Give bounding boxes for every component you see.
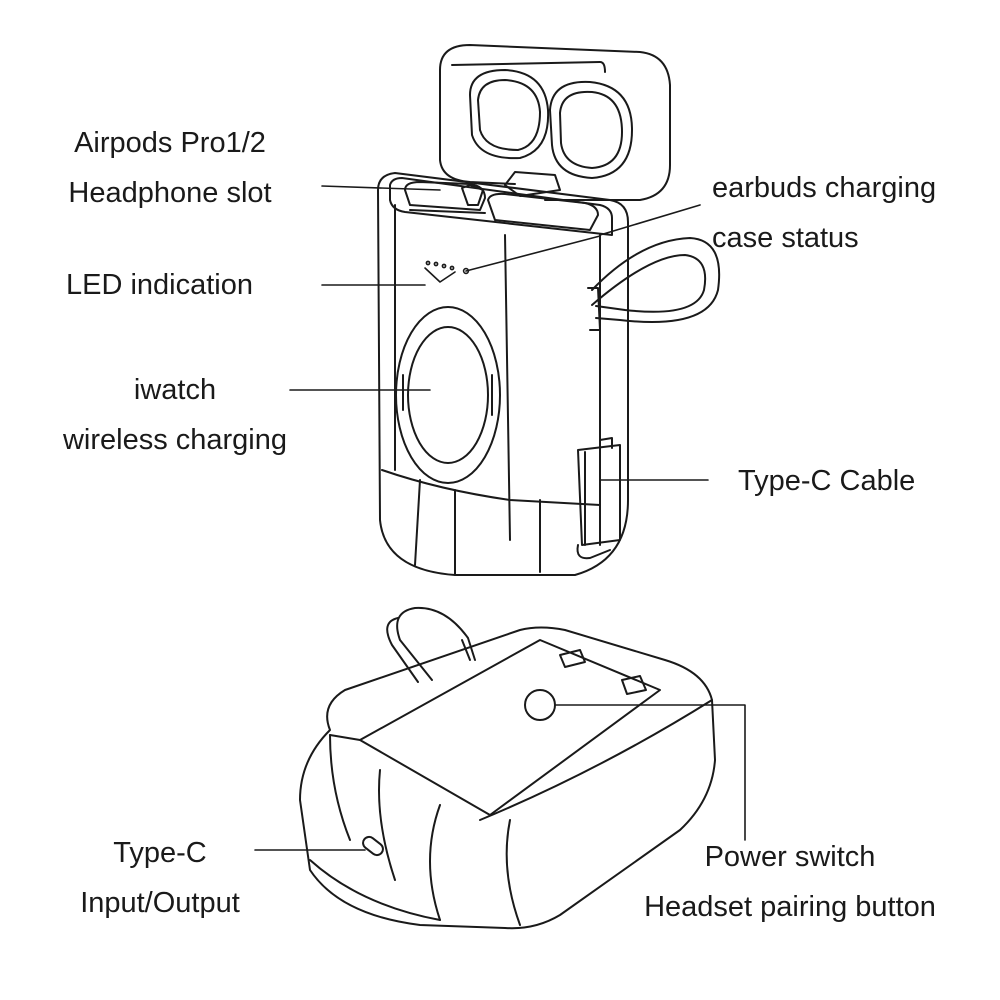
earbuds-status-line2: case status <box>712 222 859 254</box>
top-panel <box>359 639 661 816</box>
type-c-cable-drawing <box>576 437 621 560</box>
power-switch-line2: Headset pairing button <box>644 891 936 923</box>
label-led: LED indication <box>66 260 306 310</box>
iwatch-line2: wireless charging <box>62 424 288 456</box>
label-iwatch: iwatch wireless charging <box>40 365 310 465</box>
lid-recess-right <box>549 80 633 179</box>
power-button-drawing <box>524 689 556 721</box>
leader-led-extend <box>465 235 601 272</box>
label-power-switch: Power switch Headset pairing button <box>620 832 960 932</box>
case-lid <box>439 44 671 201</box>
leader-earbuds-status <box>599 204 701 236</box>
leader-power-switch <box>554 704 746 841</box>
watch-charging-pad <box>395 306 501 484</box>
label-headphone-slot: Airpods Pro1/2 Headphone slot <box>40 118 300 218</box>
led-dots <box>424 260 470 283</box>
label-type-c-io: Type-C Input/Output <box>50 828 270 928</box>
leader-headphone-slot <box>321 185 441 191</box>
bottom-strap <box>386 606 476 683</box>
type-c-port-drawing <box>362 835 384 857</box>
iwatch-line1: iwatch <box>133 374 217 406</box>
type-c-io-line1: Type-C <box>113 837 207 869</box>
headphone-slot-line1: Airpods Pro1/2 <box>74 127 266 159</box>
closed-case-illustration <box>299 606 716 930</box>
power-switch-line1: Power switch <box>704 841 876 873</box>
open-case-illustration <box>377 44 721 576</box>
type-c-io-line2: Input/Output <box>80 887 240 919</box>
lid-recess-left <box>469 69 550 160</box>
headphone-slot-line2: Headphone slot <box>68 177 272 209</box>
leader-lines <box>254 185 746 851</box>
type-c-cable-line1: Type-C Cable <box>738 465 916 497</box>
bottom-case-outline <box>299 626 716 930</box>
label-earbuds-status: earbuds charging case status <box>712 163 982 263</box>
case-body <box>377 172 629 576</box>
base-slot-right <box>487 192 599 231</box>
earbuds-status-line1: earbuds charging <box>712 172 937 204</box>
strap-loop <box>587 237 721 331</box>
led-line1: LED indication <box>66 269 253 301</box>
label-type-c-cable: Type-C Cable <box>738 456 958 506</box>
